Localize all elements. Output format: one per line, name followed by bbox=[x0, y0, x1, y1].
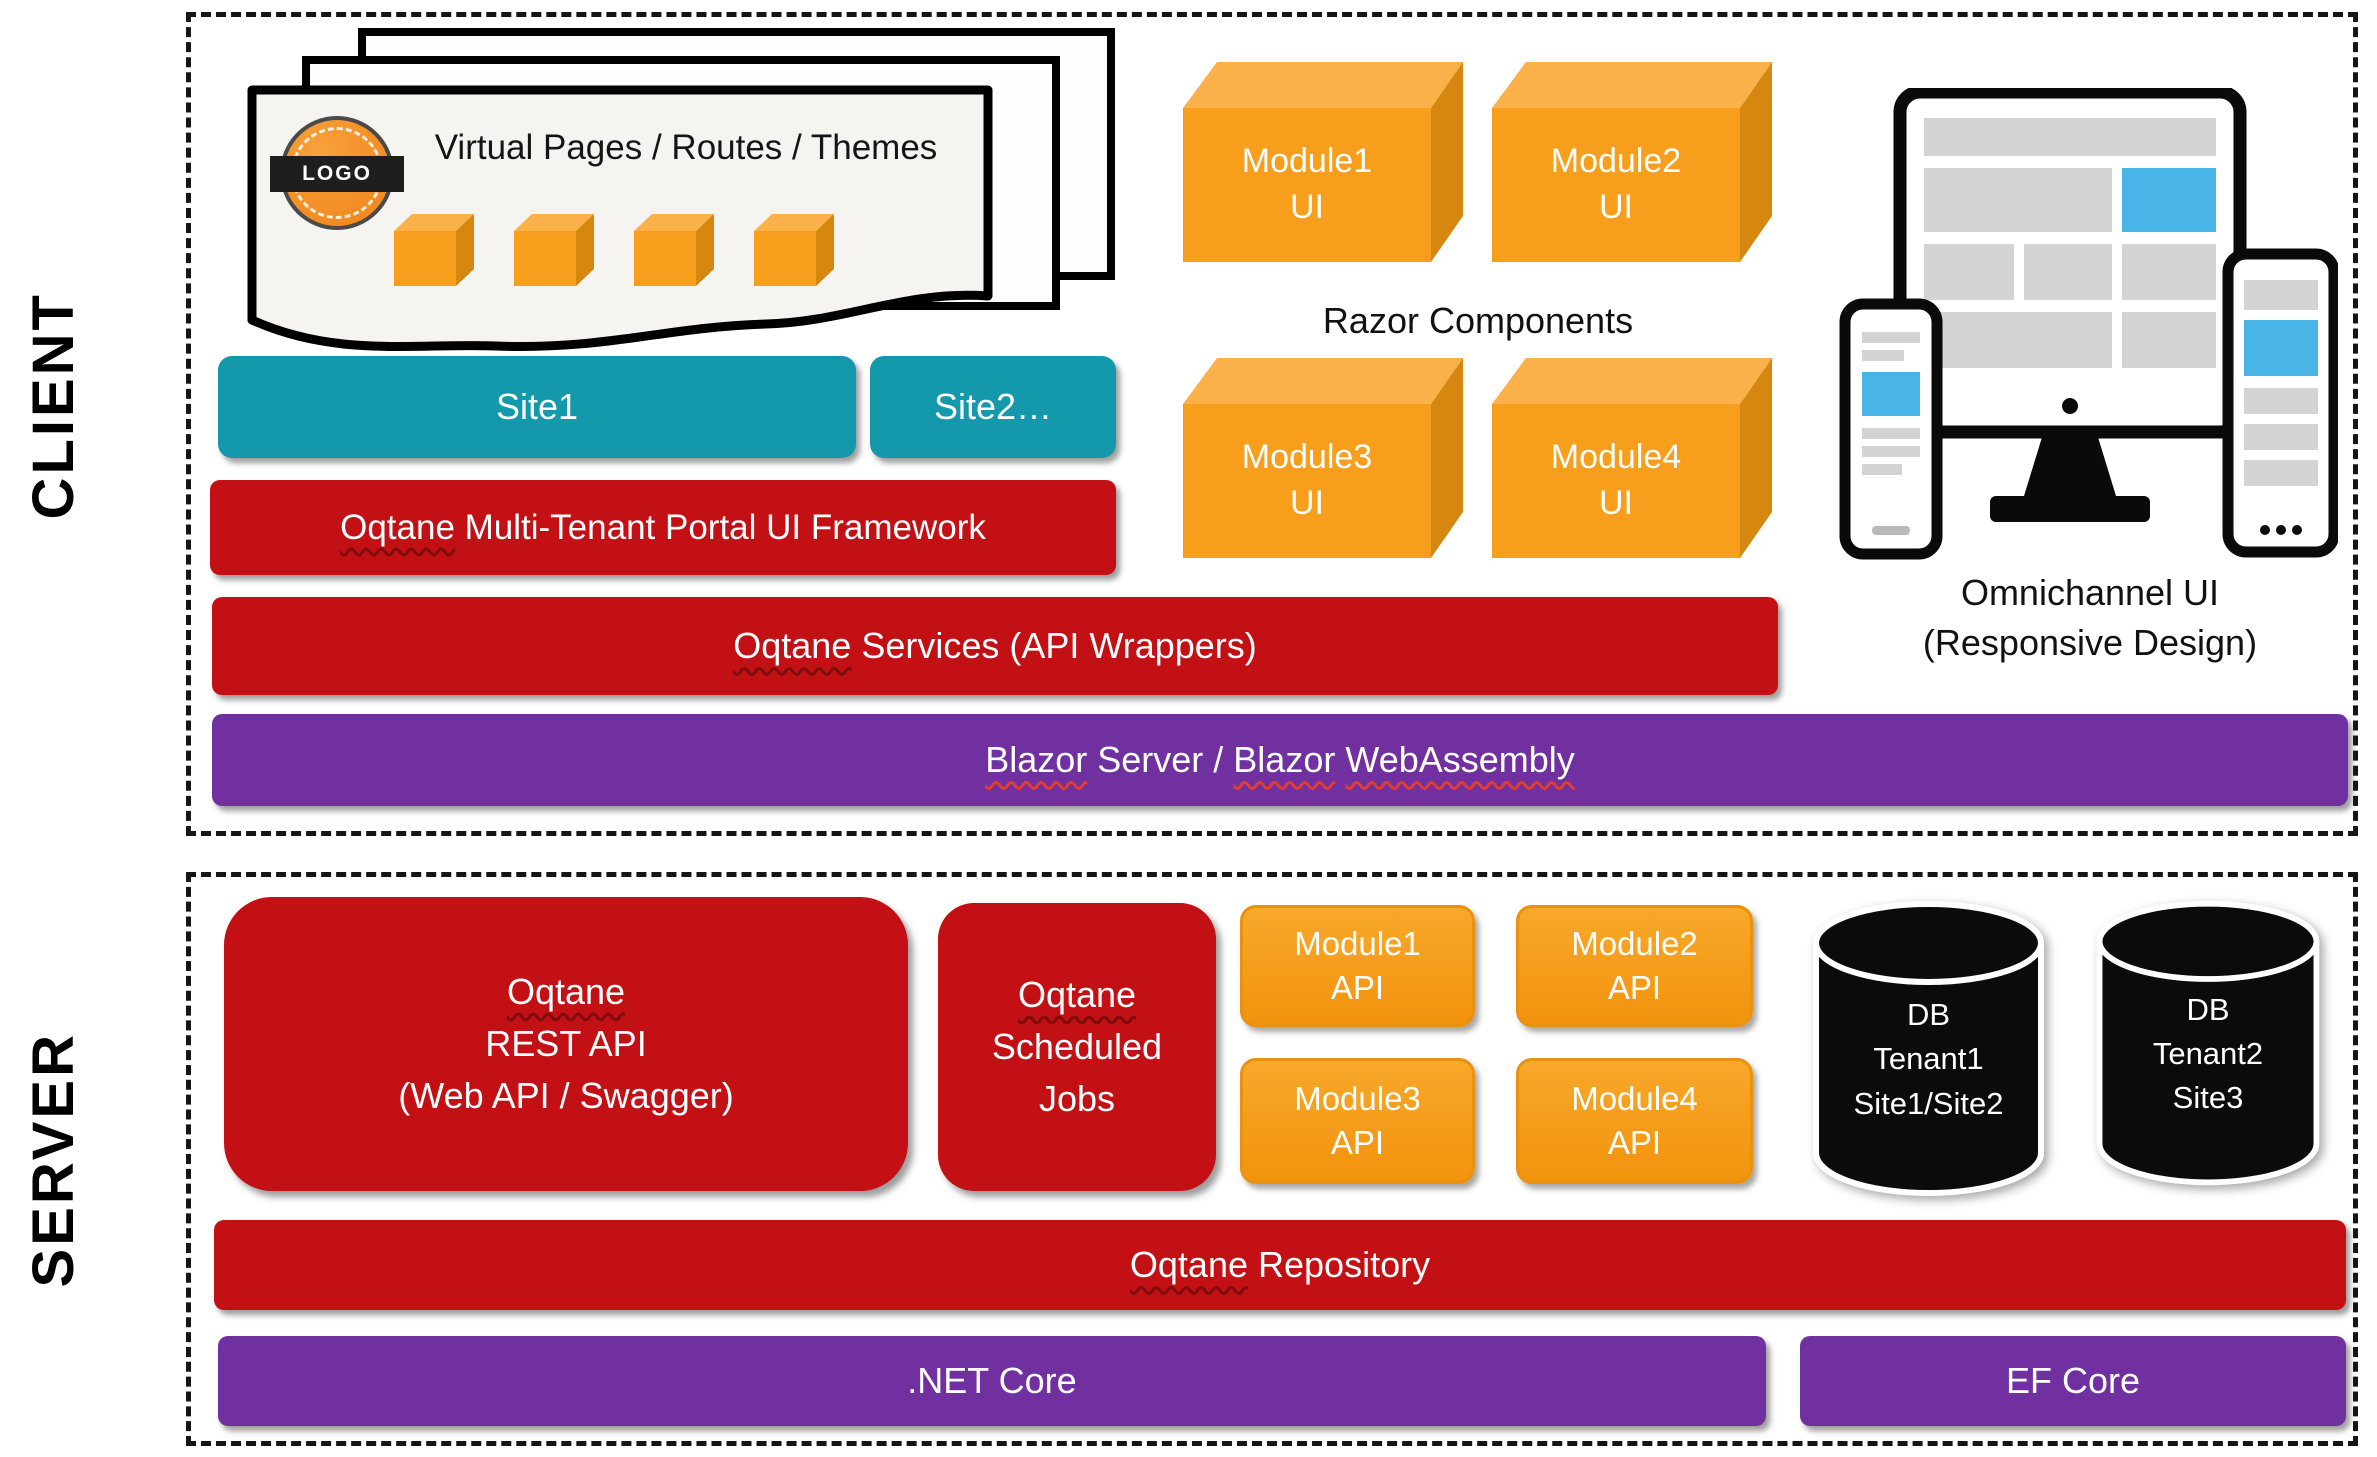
module-kind: UI bbox=[1290, 188, 1324, 226]
module-kind: API bbox=[1330, 969, 1385, 1006]
logo-badge-icon: LOGO bbox=[270, 116, 404, 230]
database-icon bbox=[1813, 901, 2044, 1196]
razor-components-label: Razor Components bbox=[1322, 300, 1634, 341]
server-section-label: SERVER bbox=[21, 1032, 86, 1288]
module-name: Module4 bbox=[1550, 438, 1682, 477]
jobs-line3: Jobs bbox=[1038, 1078, 1116, 1120]
db-line3: Site3 bbox=[2172, 1080, 2244, 1115]
cube-icon bbox=[1492, 62, 1772, 262]
database-icon bbox=[2096, 900, 2320, 1186]
jobs-line2: Scheduled bbox=[991, 1025, 1163, 1067]
page-cubes-row bbox=[394, 214, 834, 286]
services-word-oqtane: Oqtane bbox=[733, 625, 852, 666]
rest-api-line3: (Web API / Swagger) bbox=[398, 1075, 734, 1117]
cube-icon bbox=[1183, 358, 1463, 558]
site2-box: Site2… bbox=[870, 356, 1116, 458]
scheduled-jobs-box: Oqtane Scheduled Jobs bbox=[938, 903, 1216, 1191]
portal-framework-bar: Oqtane Multi-Tenant Portal UI Framework bbox=[210, 480, 1116, 575]
monitor-icon bbox=[1893, 88, 2247, 522]
module-kind: API bbox=[1607, 969, 1662, 1006]
logo-text: LOGO bbox=[302, 162, 372, 185]
module4-ui-label: Module4 UI bbox=[1492, 404, 1740, 558]
module2-api-box: Module2 API bbox=[1516, 905, 1753, 1027]
module-name: Module3 bbox=[1241, 438, 1373, 477]
module3-ui-label: Module3 UI bbox=[1183, 404, 1431, 558]
repository-label-rest: Repository bbox=[1248, 1244, 1431, 1285]
rest-api-line2: REST API bbox=[485, 1022, 647, 1064]
module-kind: API bbox=[1330, 1124, 1385, 1161]
virtual-pages-title: Virtual Pages / Routes / Themes bbox=[434, 128, 938, 167]
db-line3: Site1/Site2 bbox=[1853, 1085, 2004, 1121]
omnichannel-devices-illustration bbox=[1839, 88, 2338, 560]
services-bar: Oqtane Services (API Wrappers) bbox=[212, 597, 1778, 695]
server-section-box bbox=[186, 872, 2358, 1446]
module-kind: API bbox=[1607, 1124, 1662, 1161]
module-name: Module3 bbox=[1294, 1080, 1421, 1118]
framework-label-rest: Multi-Tenant Portal UI Framework bbox=[454, 507, 986, 547]
tablet-icon bbox=[2222, 248, 2338, 558]
blazor-mid-1: Server / bbox=[1087, 739, 1234, 780]
omnichannel-line2: (Responsive Design) bbox=[1922, 621, 2258, 663]
ef-core-label: EF Core bbox=[2005, 1360, 2141, 1401]
db-tenant1: DB Tenant1 Site1/Site2 bbox=[1810, 898, 2047, 1203]
db-tenant1-label: DB Tenant1 Site1/Site2 bbox=[1810, 898, 2047, 1203]
site2-label: Site2… bbox=[933, 386, 1053, 427]
blazor-mid-2 bbox=[1335, 739, 1345, 781]
client-section-label: CLIENT bbox=[21, 292, 86, 520]
cube-icon bbox=[634, 214, 714, 286]
repository-bar: Oqtane Repository bbox=[214, 1220, 2346, 1310]
module4-ui-cube: Module4 UI bbox=[1492, 358, 1772, 558]
site1-box: Site1 bbox=[218, 356, 856, 458]
cube-icon bbox=[754, 214, 834, 286]
cube-icon bbox=[394, 214, 474, 286]
module1-ui-label: Module1 UI bbox=[1183, 108, 1431, 262]
module4-api-box: Module4 API bbox=[1516, 1058, 1753, 1184]
module-name: Module1 bbox=[1294, 925, 1421, 963]
cube-icon bbox=[514, 214, 594, 286]
ef-core-bar: EF Core bbox=[1800, 1336, 2346, 1426]
repository-word-oqtane: Oqtane bbox=[1129, 1244, 1248, 1285]
blazor-word-2: Blazor bbox=[1233, 739, 1336, 780]
db-line1: DB bbox=[1906, 997, 1951, 1033]
omnichannel-line1: Omnichannel UI bbox=[1960, 572, 2220, 613]
module1-api-box: Module1 API bbox=[1240, 905, 1475, 1027]
module3-api-box: Module3 API bbox=[1240, 1058, 1475, 1184]
module-name: Module2 bbox=[1550, 142, 1682, 181]
module-kind: UI bbox=[1599, 484, 1633, 522]
cube-icon bbox=[1183, 62, 1463, 262]
db-line1: DB bbox=[2186, 991, 2230, 1027]
dotnet-core-bar: .NET Core bbox=[218, 1336, 1766, 1426]
jobs-word-oqtane: Oqtane bbox=[1017, 973, 1137, 1015]
client-section-box bbox=[186, 12, 2358, 836]
dotnet-core-label: .NET Core bbox=[907, 1360, 1077, 1401]
db-line2: Tenant2 bbox=[2152, 1035, 2264, 1071]
blazor-word-3: WebAssembly bbox=[1345, 739, 1575, 780]
module3-ui-cube: Module3 UI bbox=[1183, 358, 1463, 558]
blazor-bar: Blazor Server / Blazor WebAssembly bbox=[212, 714, 2348, 806]
services-label-rest: Services (API Wrappers) bbox=[851, 625, 1257, 666]
virtual-page-front: LOGO Virtual Pages / Routes / Themes bbox=[246, 84, 994, 376]
rest-api-box: Oqtane REST API (Web API / Swagger) bbox=[224, 897, 908, 1191]
omnichannel-label: Omnichannel UI (Responsive Design) bbox=[1848, 568, 2332, 667]
module-name: Module2 bbox=[1571, 925, 1698, 963]
blazor-word-1: Blazor bbox=[985, 739, 1088, 780]
cube-icon bbox=[1492, 358, 1772, 558]
module2-ui-label: Module2 UI bbox=[1492, 108, 1740, 262]
db-tenant2-label: DB Tenant2 Site3 bbox=[2088, 898, 2328, 1192]
module2-ui-cube: Module2 UI bbox=[1492, 62, 1772, 262]
module-kind: UI bbox=[1290, 484, 1324, 522]
db-line2: Tenant1 bbox=[1873, 1041, 1984, 1077]
db-tenant2: DB Tenant2 Site3 bbox=[2088, 898, 2328, 1192]
module1-ui-cube: Module1 UI bbox=[1183, 62, 1463, 262]
logo-ribbon: LOGO bbox=[270, 156, 404, 192]
rest-api-word-oqtane: Oqtane bbox=[506, 970, 626, 1012]
framework-word-oqtane: Oqtane bbox=[340, 507, 455, 547]
phone-icon bbox=[1839, 298, 1943, 560]
module-kind: UI bbox=[1599, 188, 1633, 226]
module-name: Module1 bbox=[1241, 142, 1373, 181]
site1-label: Site1 bbox=[495, 386, 579, 427]
module-name: Module4 bbox=[1571, 1080, 1698, 1118]
